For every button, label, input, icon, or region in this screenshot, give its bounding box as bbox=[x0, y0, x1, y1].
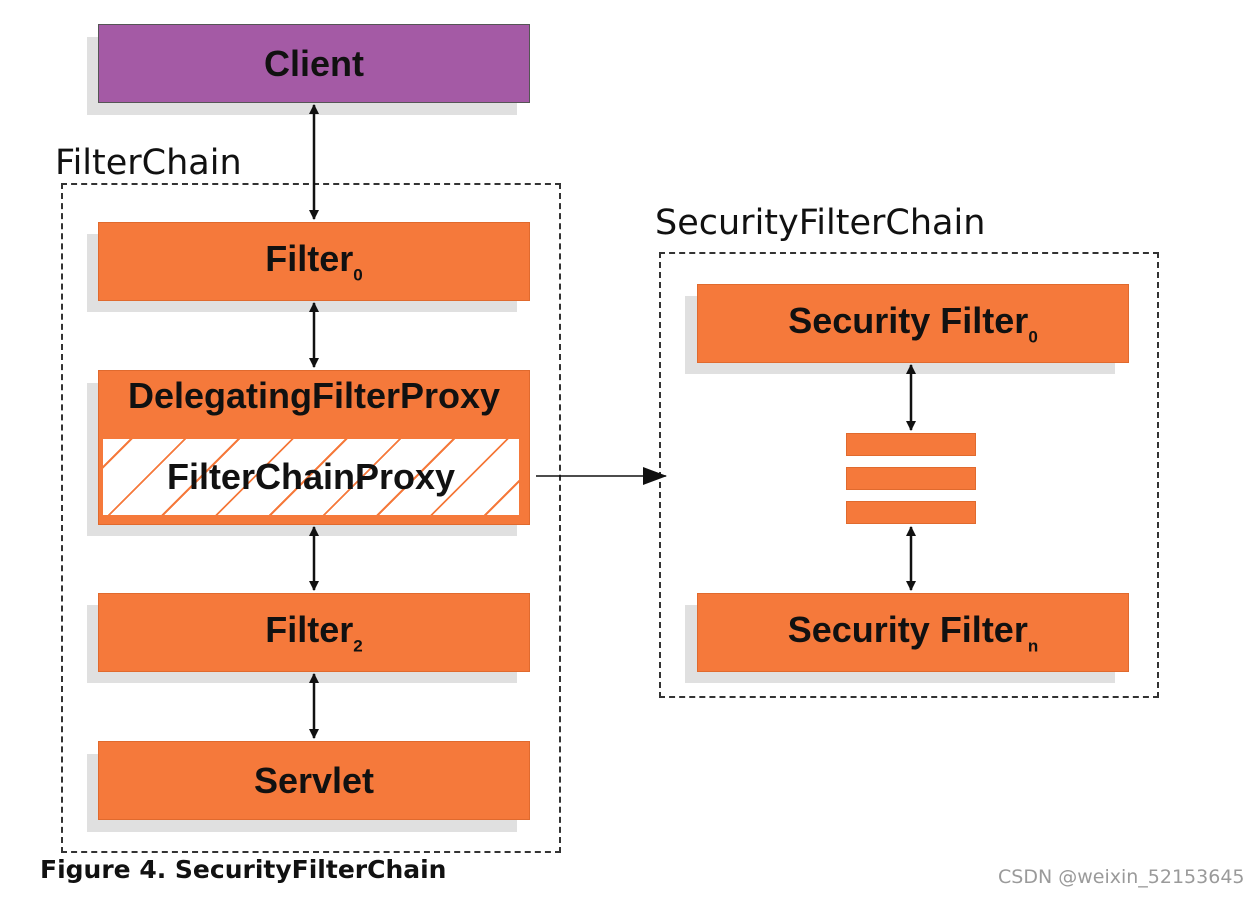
filter2-label: Filter2 bbox=[265, 608, 363, 656]
filter2-box: Filter2 bbox=[98, 593, 530, 672]
servlet-box: Servlet bbox=[98, 741, 530, 820]
security-filtern-label: Security Filtern bbox=[787, 608, 1039, 656]
client-label: Client bbox=[263, 42, 364, 84]
security-filter0-label: Security Filter0 bbox=[788, 299, 1038, 347]
ellipsis-bar-3 bbox=[846, 501, 976, 524]
ellipsis-bar-1 bbox=[846, 433, 976, 456]
servlet-label: Servlet bbox=[253, 759, 375, 801]
filter-chain-proxy-box: FilterChainProxy bbox=[102, 438, 520, 516]
security-filter0-box: Security Filter0 bbox=[697, 284, 1129, 363]
filter0-label: Filter0 bbox=[265, 237, 363, 285]
filter2-subscript: 2 bbox=[353, 636, 363, 656]
security-filter0-subscript: 0 bbox=[1028, 327, 1038, 347]
filter-chain-proxy-label: FilterChainProxy bbox=[166, 456, 456, 497]
delegating-filter-proxy-label: DelegatingFilterProxy bbox=[127, 375, 501, 416]
watermark: CSDN @weixin_52153645 bbox=[998, 866, 1245, 888]
filter0-box: Filter0 bbox=[98, 222, 530, 301]
filter0-subscript: 0 bbox=[353, 265, 363, 285]
filter-chain-title: FilterChain bbox=[55, 143, 242, 183]
figure-caption: Figure 4. SecurityFilterChain bbox=[40, 855, 447, 884]
security-filter-chain-title: SecurityFilterChain bbox=[655, 203, 986, 243]
client-box: Client bbox=[98, 24, 530, 103]
ellipsis-bar-2 bbox=[846, 467, 976, 490]
security-filtern-subscript: n bbox=[1027, 636, 1039, 656]
security-filtern-box: Security Filtern bbox=[697, 593, 1129, 672]
